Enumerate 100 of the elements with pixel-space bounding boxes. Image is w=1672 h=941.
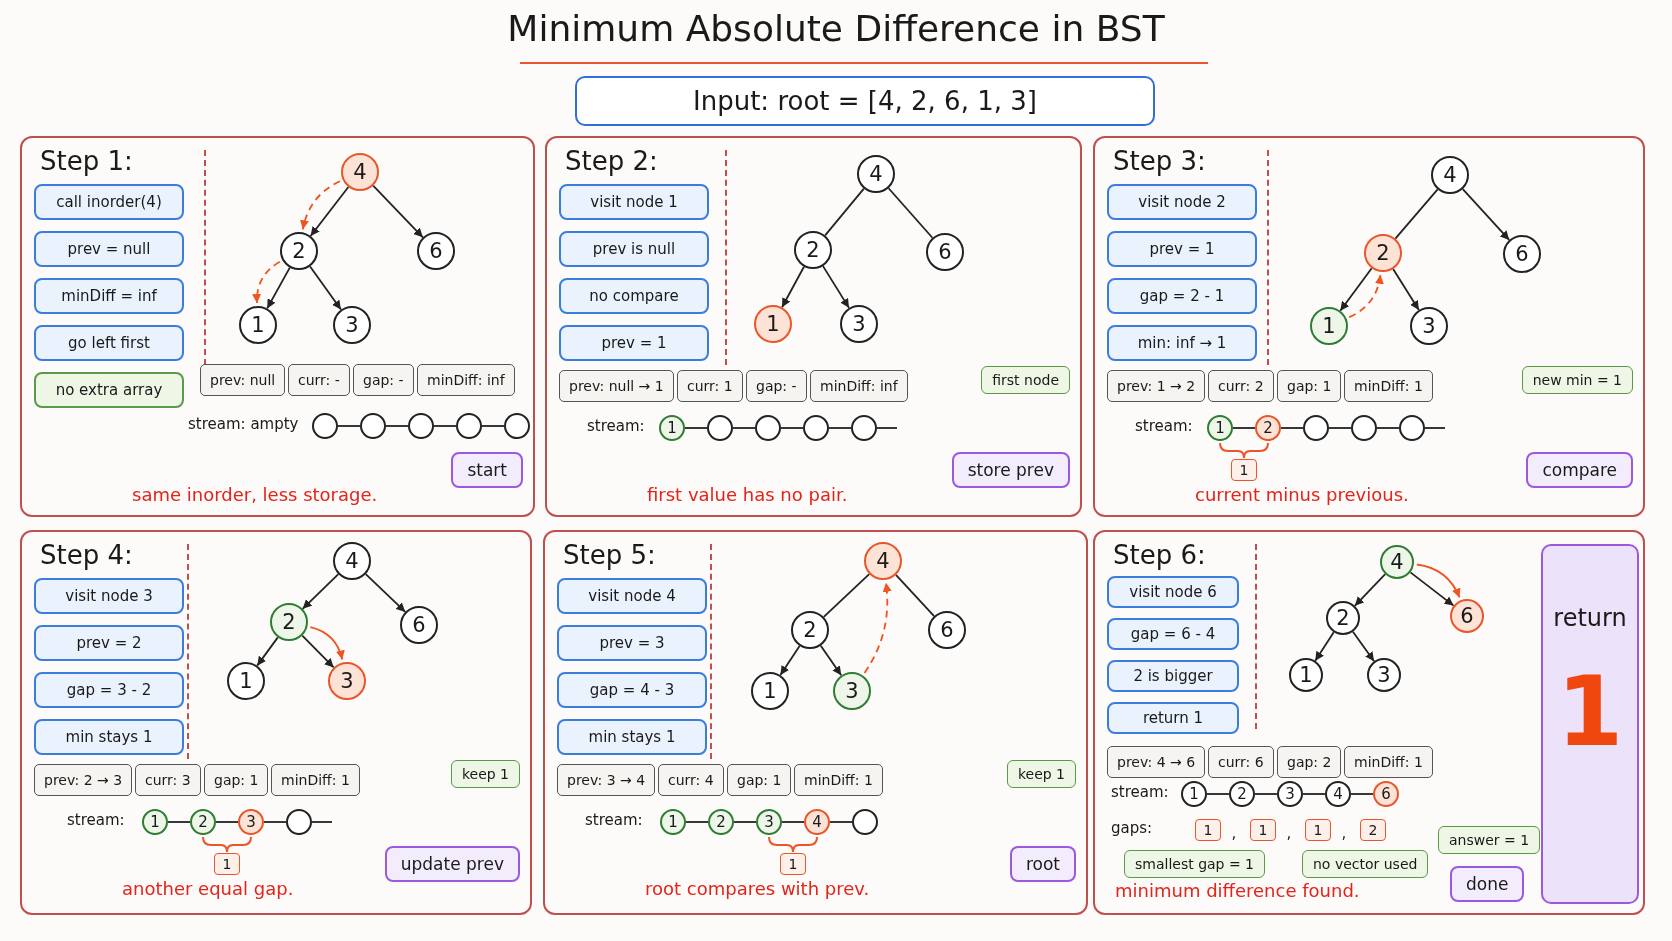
stream-node: [852, 809, 878, 835]
tree-node: 6: [926, 233, 964, 271]
tree-node: 6: [1450, 599, 1484, 633]
row-label: stream:: [587, 417, 645, 435]
stream-link: [1350, 793, 1374, 795]
result-tag: keep 1: [450, 760, 520, 788]
stream-link: [1254, 793, 1278, 795]
stream-node: [803, 415, 829, 441]
tree-node: 1: [751, 672, 789, 710]
step-card: prev = 1: [559, 325, 709, 361]
stream-node: [408, 413, 434, 439]
row-label: stream:: [67, 811, 125, 829]
step-card: min stays 1: [557, 719, 707, 755]
result-panel: [1541, 544, 1639, 904]
step-heading: Step 3:: [1113, 146, 1206, 176]
stream-link: [1206, 793, 1230, 795]
tree-edge: [256, 636, 279, 667]
result-tag: first node: [981, 366, 1070, 394]
tree-node: 4: [341, 153, 379, 191]
state-chip: prev: 4 → 6: [1107, 746, 1206, 778]
step-panel: [20, 530, 532, 915]
state-chip: prev: 1 → 2: [1107, 370, 1206, 402]
step-panel: [20, 136, 535, 517]
step-label-pill: root: [1009, 846, 1076, 882]
traversal-arrow: [1348, 273, 1384, 319]
step-card: visit node 2: [1107, 184, 1257, 220]
tree-node: 6: [1503, 235, 1541, 273]
step-card: visit node 1: [559, 184, 709, 220]
state-chip: gap: 1: [204, 764, 269, 796]
stream-node: 1: [1207, 415, 1233, 441]
state-chip: minDiff: 1: [271, 764, 360, 796]
result-tag: smallest gap = 1: [1124, 850, 1266, 878]
step-panel: [1093, 530, 1645, 915]
stream-node: 3: [238, 809, 264, 835]
title: Minimum Absolute Difference in BST: [507, 8, 1165, 49]
tree-node: 3: [328, 662, 366, 700]
tree-edge: [819, 644, 843, 677]
stream-link: [1328, 427, 1352, 429]
state-chip: minDiff: inf: [417, 364, 515, 396]
step-panel: [543, 530, 1088, 915]
row-label: stream:: [585, 811, 643, 829]
state-chip: gap: 2: [1277, 746, 1342, 778]
separator-comma: ,: [1231, 824, 1237, 842]
traversal-arrow: [309, 626, 345, 661]
stream-node: [1303, 415, 1329, 441]
step-card: prev is null: [559, 231, 709, 267]
state-chip: minDiff: 1: [1344, 746, 1433, 778]
step-card: visit node 3: [34, 578, 184, 614]
stream-node: 2: [190, 809, 216, 835]
result-number: 1: [1555, 656, 1625, 768]
state-chip: minDiff: 1: [794, 764, 883, 796]
tree-node: 3: [1410, 307, 1448, 345]
stream-link: [733, 821, 757, 823]
step-card: go left first: [34, 325, 184, 361]
step-label-pill: store prev: [951, 452, 1070, 488]
input-box: Input: root = [4, 2, 6, 1, 3]: [575, 76, 1155, 126]
step-card: call inorder(4): [34, 184, 184, 220]
tree-node: 2: [270, 603, 308, 641]
step-card: no extra array: [34, 372, 184, 408]
tree-node: 2: [794, 231, 832, 269]
gap-chip: 1: [1231, 459, 1257, 481]
note-text: root compares with prev.: [645, 878, 870, 899]
tree-edge: [1394, 188, 1439, 240]
state-chip: minDiff: inf: [810, 370, 908, 402]
result-tag: new min = 1: [1521, 366, 1633, 394]
stream-link: [828, 427, 852, 429]
tree-node: 4: [857, 155, 895, 193]
tree-edge: [887, 187, 934, 239]
note-text: another equal gap.: [122, 878, 294, 899]
stream-node: 3: [1277, 781, 1303, 807]
tree-node: 2: [791, 611, 829, 649]
gap-chip: 2: [1360, 819, 1386, 841]
state-chip: curr: -: [288, 364, 350, 396]
stream-link: [780, 427, 804, 429]
tree-edge: [1392, 268, 1420, 311]
stream-link: [1424, 427, 1446, 429]
step-card: gap = 3 - 2: [34, 672, 184, 708]
stream-node: 1: [660, 809, 686, 835]
row-label: stream:: [1111, 783, 1169, 801]
row-label: stream:: [1135, 417, 1193, 435]
result-tag: keep 1: [1006, 760, 1076, 788]
tree-node: 4: [1431, 156, 1469, 194]
step-label-pill: compare: [1526, 452, 1633, 488]
stream-node: [1399, 415, 1425, 441]
stream-link: [1302, 793, 1326, 795]
traversal-arrow: [863, 581, 892, 674]
note-text: first value has no pair.: [647, 484, 848, 505]
step-heading: Step 4:: [40, 540, 133, 570]
step-heading: Step 2:: [565, 146, 658, 176]
result-tag: answer = 1: [1438, 826, 1541, 854]
stream-node: [360, 413, 386, 439]
step-card: prev = 3: [557, 625, 707, 661]
state-chip: gap: -: [746, 370, 807, 402]
stream-node: [755, 415, 781, 441]
tree-edge: [1314, 631, 1335, 662]
gap-chip: 1: [1305, 819, 1331, 841]
tree-edge: [895, 574, 935, 617]
stream-link: [1232, 427, 1256, 429]
traversal-arrow: [252, 260, 281, 304]
step-card: gap = 4 - 3: [557, 672, 707, 708]
